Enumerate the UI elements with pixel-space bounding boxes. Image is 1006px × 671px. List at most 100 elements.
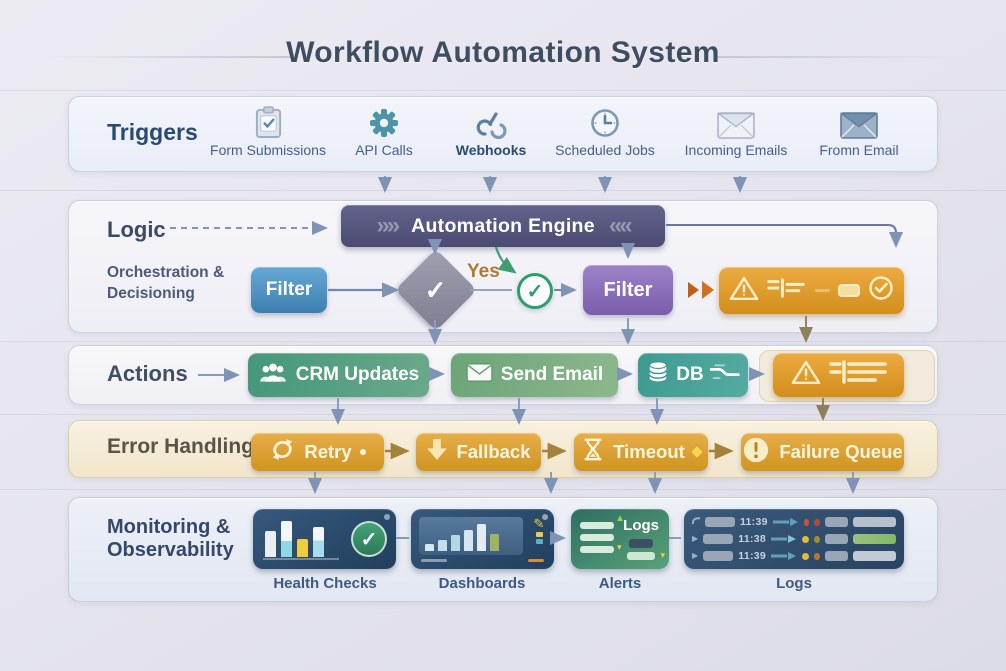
up-arrow-icon: ▲ <box>615 513 625 524</box>
db-node[interactable]: DB <box>638 353 748 397</box>
log-timestamp: 11:38 <box>738 533 767 545</box>
health-bars-chart <box>265 521 324 557</box>
arrow-icon <box>771 530 797 548</box>
node-label: Send Email <box>500 364 604 385</box>
connector-dash-icon <box>815 289 830 292</box>
dashboard-accent-bar <box>528 559 544 562</box>
play-icon: ▶ <box>692 551 699 560</box>
widget-square <box>535 539 543 544</box>
status-dot <box>542 514 548 520</box>
log-pill <box>703 551 734 561</box>
crm-updates-node[interactable]: CRM Updates <box>248 353 429 397</box>
log-pill <box>824 534 849 544</box>
approved-check-icon: ✓ <box>517 273 553 309</box>
trigger-label: Scheduled Jobs <box>555 142 655 158</box>
dashboards-card[interactable]: ✎ <box>411 509 554 569</box>
status-dot-yellow <box>802 552 810 560</box>
clock-icon <box>530 103 680 139</box>
people-icon <box>258 362 288 389</box>
alert-rules-node[interactable] <box>719 267 904 314</box>
trigger-label: Incoming Emails <box>684 142 788 158</box>
trigger-label: Form Submissions <box>210 142 326 158</box>
health-checks-label: Health Checks <box>273 575 377 592</box>
title-rule-right <box>714 56 964 58</box>
status-dot <box>384 514 390 520</box>
health-checks-card[interactable]: ✓ <box>253 509 396 569</box>
divider <box>0 90 1006 91</box>
trigger-from-email[interactable]: Fromn Email <box>784 103 934 158</box>
log-pill <box>705 517 735 527</box>
error-handling-band: Error Handling Retry Fallback <box>68 420 938 478</box>
failure-queue-node[interactable]: Failure Queue <box>741 433 904 471</box>
divider <box>0 190 1006 191</box>
chevrons-left-icon: «« <box>608 212 633 239</box>
actions-band: Actions CRM Updates Send Email <box>68 345 938 405</box>
envelope-blue-icon <box>784 103 934 139</box>
check-icon: ✓ <box>425 274 447 305</box>
logs-card[interactable]: 11:39 ▶ 11:38 <box>684 509 904 569</box>
alert-pill <box>629 539 653 548</box>
triangle-down-icon: ▾ <box>660 550 665 560</box>
filter-node-purple[interactable]: Filter <box>583 265 673 315</box>
automation-engine-node[interactable]: »» Automation Engine «« <box>341 205 665 247</box>
status-dot-red <box>803 518 810 526</box>
fallback-node[interactable]: Fallback <box>416 433 541 471</box>
trigger-scheduled-jobs[interactable]: Scheduled Jobs <box>530 103 680 158</box>
alert-pill <box>627 552 655 560</box>
down-arrow-icon <box>426 438 448 466</box>
triangle-down-icon: ▾ <box>617 542 622 552</box>
status-dot-red <box>814 518 820 526</box>
trigger-label: API Calls <box>355 142 413 158</box>
trigger-label: Webhooks <box>455 142 527 158</box>
log-pill <box>824 551 849 561</box>
logic-label: Logic <box>107 217 166 242</box>
dashboards-label: Dashboards <box>438 575 526 592</box>
node-label: Timeout <box>613 441 685 462</box>
log-pill <box>853 551 896 561</box>
divider <box>0 489 1006 490</box>
log-lines-icon <box>828 359 887 391</box>
retry-node[interactable]: Retry <box>251 433 384 471</box>
monitoring-label-2: Observability <box>107 539 234 561</box>
log-pill <box>824 517 849 527</box>
envelope-icon <box>466 362 493 388</box>
warning-triangle-icon <box>729 275 759 307</box>
status-dot-orange <box>814 552 820 560</box>
log-row: ▶ 11:38 <box>692 533 896 545</box>
database-icon <box>646 360 670 391</box>
yes-branch-label: Yes <box>467 261 500 282</box>
chart-baseline <box>263 558 339 560</box>
node-label: Fallback <box>456 441 531 462</box>
widget-square <box>535 532 543 537</box>
decision-diamond[interactable]: ✓ <box>394 248 478 332</box>
error-log-node[interactable] <box>773 353 904 397</box>
alerts-card[interactable]: ▲ Logs ▾ ▾ <box>571 509 669 569</box>
logic-band: Logic Orchestration & Decisioning »» Aut… <box>68 200 938 333</box>
check-circle-icon <box>868 275 894 306</box>
actions-label: Actions <box>107 361 188 386</box>
log-pill <box>853 517 896 527</box>
send-email-node[interactable]: Send Email <box>451 353 618 397</box>
trigger-label: Fromn Email <box>819 142 899 158</box>
triggers-band: Triggers Form Submissions <box>68 96 938 172</box>
timeout-node[interactable]: Timeout <box>574 433 708 471</box>
node-label: Retry <box>304 441 352 462</box>
node-label: DB <box>676 364 704 385</box>
trigger-form-submissions[interactable]: Form Submissions <box>193 103 343 158</box>
log-row: 11:39 <box>691 516 896 528</box>
dot-separator-icon <box>359 449 366 455</box>
filter-node-blue[interactable]: Filter <box>251 267 327 313</box>
envelope-light-icon <box>661 103 811 139</box>
node-label: Failure Queue <box>779 441 903 462</box>
health-check-icon: ✓ <box>351 521 387 557</box>
alert-list-icon <box>580 522 614 553</box>
refresh-icon <box>269 437 296 467</box>
log-timestamp: 11:39 <box>739 516 768 528</box>
button-pill-icon <box>837 284 860 297</box>
alerts-inner-label: Logs <box>623 517 659 534</box>
trigger-api-calls[interactable]: API Calls <box>309 103 459 158</box>
trigger-webhooks[interactable]: Webhooks <box>416 103 566 158</box>
trigger-incoming-emails[interactable]: Incoming Emails <box>661 103 811 158</box>
logic-sublabel: Orchestration & Decisioning <box>107 264 225 302</box>
